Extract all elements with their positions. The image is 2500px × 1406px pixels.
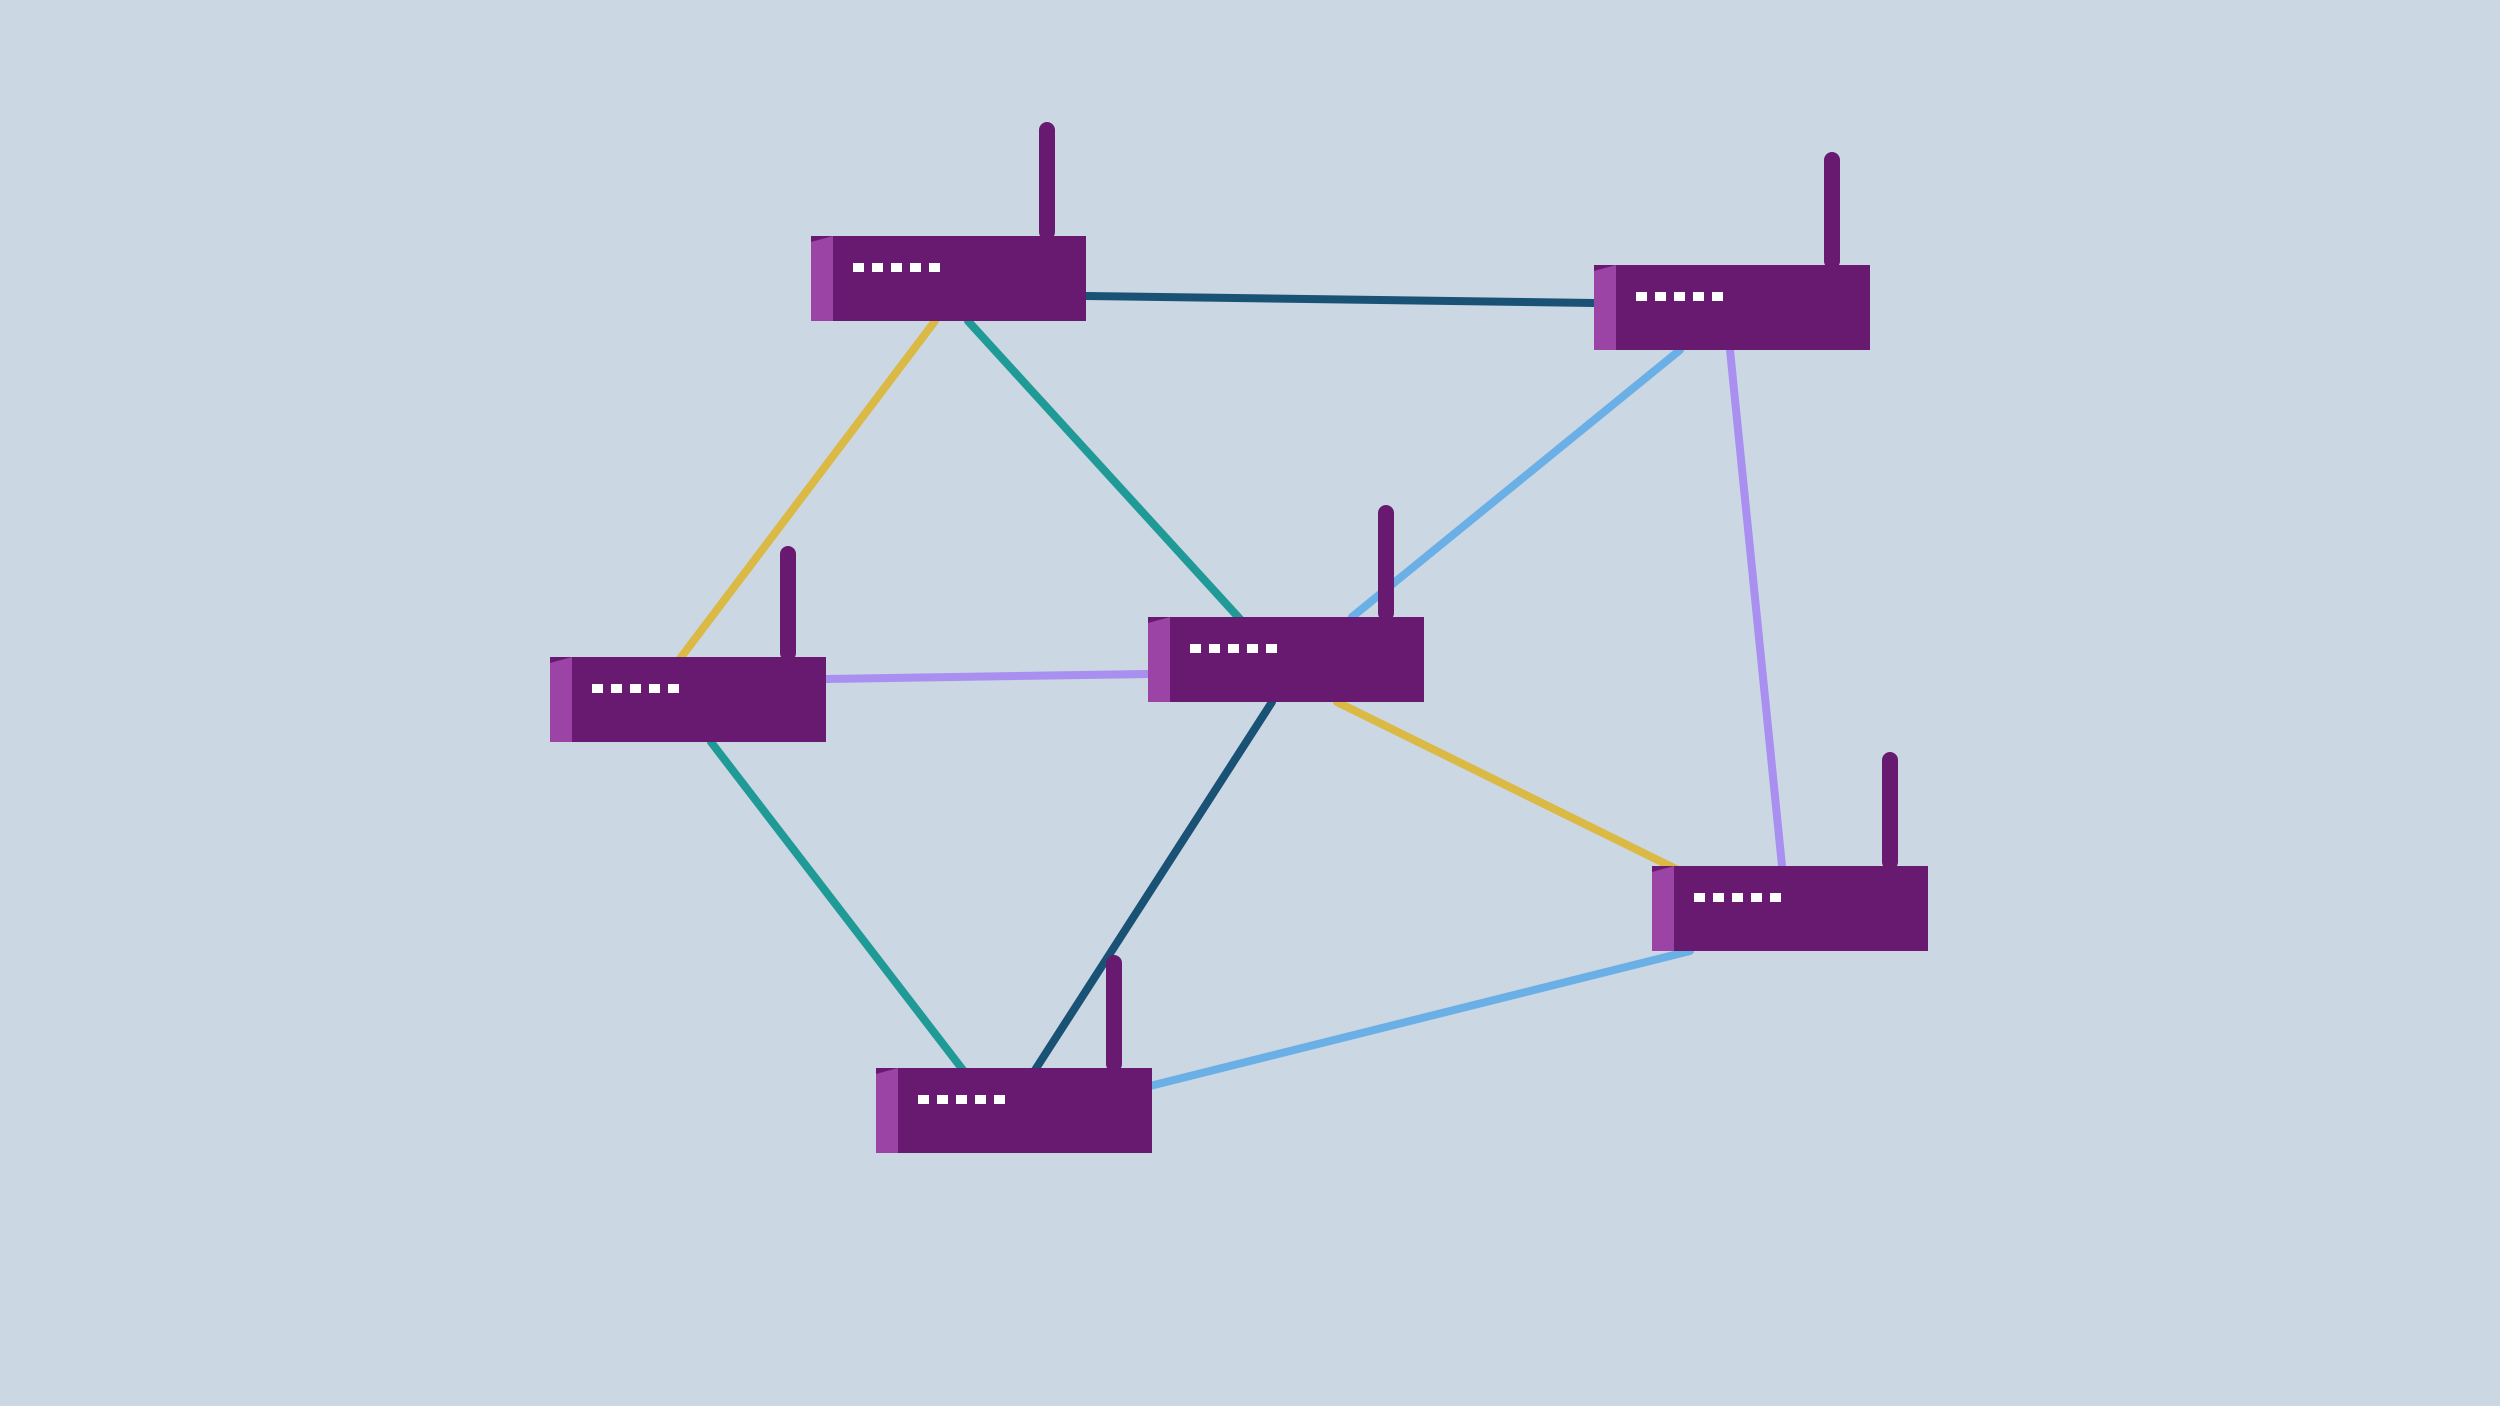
link-router-top-left-to-router-top-right — [1082, 292, 1598, 307]
indicator-light — [956, 1095, 967, 1104]
router-icon — [1594, 265, 1870, 350]
indicator-light — [630, 684, 641, 693]
indicator-light — [1209, 644, 1220, 653]
indicator-light — [937, 1095, 948, 1104]
antenna-icon — [1378, 505, 1394, 621]
routers-layer — [550, 122, 1928, 1153]
indicator-light — [929, 263, 940, 272]
antenna-icon — [780, 546, 796, 661]
router-icon — [876, 1068, 1152, 1153]
antenna-icon — [1106, 955, 1122, 1072]
router-top-left — [811, 122, 1086, 321]
indicator-light — [1655, 292, 1666, 301]
indicator-light — [1190, 644, 1201, 653]
indicator-light — [649, 684, 660, 693]
indicator-light — [1693, 292, 1704, 301]
link-router-top-right-to-router-center — [1348, 346, 1684, 621]
indicator-light — [918, 1095, 929, 1104]
indicator-light — [1713, 893, 1724, 902]
link-router-middle-left-to-router-center — [822, 670, 1152, 683]
link-router-middle-left-to-router-bottom — [707, 738, 967, 1074]
indicator-light — [910, 263, 921, 272]
indicator-light — [1228, 644, 1239, 653]
indicator-light — [872, 263, 883, 272]
indicator-light — [1732, 893, 1743, 902]
router-middle-left — [550, 546, 826, 742]
router-icon — [811, 236, 1086, 321]
link-router-center-to-router-bottom — [1031, 698, 1276, 1074]
link-router-top-left-to-router-middle-left — [675, 317, 939, 664]
router-center — [1148, 505, 1424, 702]
indicator-light — [1712, 292, 1723, 301]
router-side-face — [1652, 866, 1674, 951]
indicator-light — [891, 263, 902, 272]
link-router-top-left-to-router-center — [964, 317, 1244, 623]
link-router-top-right-to-router-right — [1726, 346, 1786, 870]
indicator-light — [1247, 644, 1258, 653]
router-right — [1652, 752, 1928, 951]
indicator-light — [994, 1095, 1005, 1104]
indicator-light — [1636, 292, 1647, 301]
indicator-light — [1694, 893, 1705, 902]
link-router-bottom-to-router-right — [1146, 947, 1694, 1090]
indicator-light — [592, 684, 603, 693]
indicator-light — [611, 684, 622, 693]
antenna-icon — [1824, 152, 1840, 269]
link-router-center-to-router-right — [1333, 698, 1684, 875]
router-icon — [550, 657, 826, 742]
router-icon — [1652, 866, 1928, 951]
router-side-face — [1148, 617, 1170, 702]
router-top-right — [1594, 152, 1870, 350]
indicator-light — [1770, 893, 1781, 902]
links-layer — [675, 292, 1786, 1090]
indicator-light — [975, 1095, 986, 1104]
indicator-light — [1751, 893, 1762, 902]
router-side-face — [876, 1068, 898, 1153]
router-side-face — [1594, 265, 1616, 350]
router-side-face — [811, 236, 833, 321]
indicator-light — [853, 263, 864, 272]
indicator-light — [1266, 644, 1277, 653]
indicator-light — [668, 684, 679, 693]
router-bottom — [876, 955, 1152, 1153]
router-icon — [1148, 617, 1424, 702]
indicator-light — [1674, 292, 1685, 301]
antenna-icon — [1039, 122, 1055, 240]
antenna-icon — [1882, 752, 1898, 870]
router-side-face — [550, 657, 572, 742]
